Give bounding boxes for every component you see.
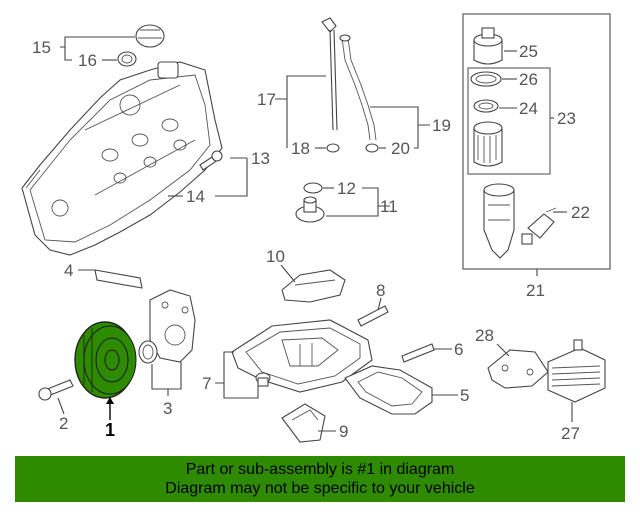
callout-21: 21 — [526, 281, 545, 300]
callout-1: 1 — [105, 420, 115, 440]
callout-8: 8 — [376, 281, 385, 300]
callout-6: 6 — [454, 340, 463, 359]
gasket-4[interactable] — [94, 269, 143, 289]
oil-sensor-o-ring[interactable] — [303, 182, 323, 194]
callout-2: 2 — [59, 414, 68, 433]
gasket-8[interactable] — [357, 305, 389, 327]
callout-7: 7 — [202, 374, 211, 393]
filter-subgroup-box — [467, 67, 551, 175]
callout-24: 24 — [519, 99, 538, 118]
lower-oil-pan[interactable] — [344, 365, 433, 415]
callout-23: 23 — [557, 109, 576, 128]
callout-12: 12 — [337, 179, 356, 198]
oil-baffle[interactable] — [281, 269, 346, 303]
callout-20: 20 — [391, 139, 410, 158]
filter-housing[interactable] — [483, 183, 515, 259]
banner-line-1: Part or sub-assembly is #1 in diagram — [185, 461, 455, 478]
filler-cap-seal[interactable] — [117, 51, 137, 67]
callout-5: 5 — [460, 386, 469, 405]
callout-22: 22 — [571, 203, 590, 222]
callout-14: 14 — [186, 187, 205, 206]
filter-cap[interactable] — [473, 27, 503, 65]
cover-bolt[interactable] — [199, 150, 223, 171]
info-banner: Part or sub-assembly is #1 in diagram Di… — [15, 456, 625, 502]
callout-10: 10 — [266, 247, 285, 266]
filter-seal-26[interactable] — [470, 71, 502, 87]
callout-28: 28 — [475, 326, 494, 345]
callout-26: 26 — [519, 70, 538, 89]
gasket-6[interactable] — [401, 343, 435, 363]
dipstick-tube[interactable] — [339, 34, 377, 141]
callout-25: 25 — [519, 42, 538, 61]
oil-level-sensor[interactable] — [295, 196, 325, 223]
pressure-switch[interactable] — [521, 207, 557, 245]
tube-o-ring-20[interactable] — [365, 143, 379, 153]
drain-plug[interactable] — [255, 372, 271, 387]
callout-19: 19 — [432, 116, 451, 135]
valve-cover[interactable] — [21, 61, 223, 256]
callout-3: 3 — [163, 399, 172, 418]
callout-27: 27 — [561, 424, 580, 443]
oil-filler-cap[interactable] — [135, 24, 165, 48]
callout-13: 13 — [251, 149, 270, 168]
callout-15: 15 — [32, 38, 51, 57]
pulley-bolt[interactable] — [38, 379, 74, 401]
oil-filter-element[interactable] — [473, 121, 503, 167]
banner-line-2: Diagram may not be specific to your vehi… — [165, 480, 475, 497]
front-seal[interactable] — [138, 340, 158, 364]
callout-18: 18 — [291, 139, 310, 158]
dipstick-o-ring-18[interactable] — [326, 143, 340, 153]
crankshaft-pulley[interactable] — [74, 321, 137, 399]
oil-cooler-gasket[interactable] — [487, 349, 549, 389]
leader-lines — [57, 36, 573, 432]
callout-17: 17 — [257, 90, 276, 109]
filter-seal-24[interactable] — [473, 99, 499, 113]
parts-diagram: 15 16 17 18 19 20 13 14 12 11 25 26 24 2… — [21, 13, 611, 443]
callout-9: 9 — [339, 422, 348, 441]
oil-cooler[interactable] — [547, 339, 606, 403]
callout-4: 4 — [64, 261, 73, 280]
callout-16: 16 — [78, 51, 97, 70]
callout-11: 11 — [380, 197, 398, 216]
dipstick[interactable] — [321, 17, 338, 131]
lower-shield[interactable] — [281, 403, 326, 443]
callout-labels: 15 16 17 18 19 20 13 14 12 11 25 26 24 2… — [32, 38, 590, 443]
